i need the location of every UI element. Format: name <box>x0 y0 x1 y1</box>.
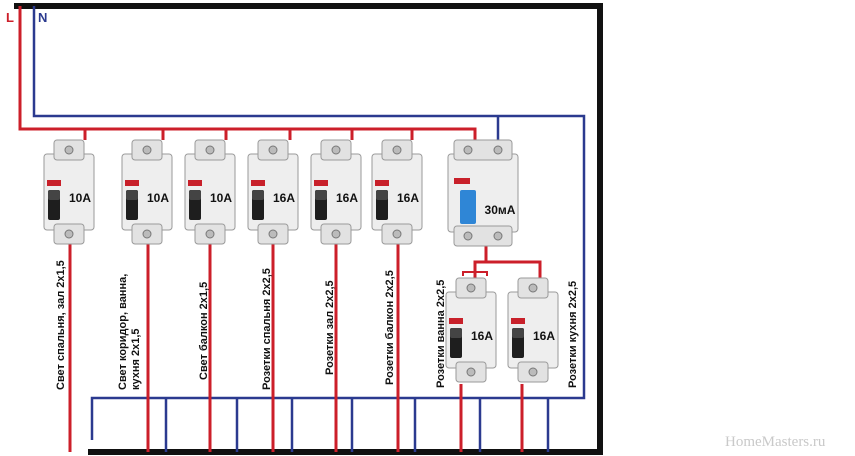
screw-icon <box>528 367 538 377</box>
screw-icon <box>466 367 476 377</box>
circuit-label: Розетки балкон 2х2,5 <box>384 270 396 385</box>
breaker-6: 16A <box>371 139 423 245</box>
brand-mark <box>188 180 202 186</box>
rcd-toggle <box>460 190 476 224</box>
rcd-top-terminal <box>453 139 513 161</box>
screw-icon <box>331 229 341 239</box>
rcd-body <box>447 153 519 233</box>
rating-label: 16A <box>533 329 555 343</box>
screw-icon <box>463 145 473 155</box>
circuit-label: Свет балкон 2х1,5 <box>198 282 210 380</box>
rcd-breaker-1: 16A <box>445 277 497 383</box>
circuit-label-line: кухня 2х1,5 <box>130 328 142 390</box>
rcd-breaker-2: 16A <box>507 277 559 383</box>
rating-label: 10A <box>147 191 169 205</box>
toggle-cap <box>48 190 60 200</box>
circuit-wires <box>68 244 524 452</box>
circuit-label-line: Свет коридор, ванна, <box>117 274 129 390</box>
rcd-rating-label: 30мА <box>485 203 516 217</box>
breaker-1: 10A <box>43 139 95 245</box>
screw-icon <box>64 145 74 155</box>
phase-bus <box>18 6 542 278</box>
screw-icon <box>268 229 278 239</box>
brand-mark <box>251 180 265 186</box>
screw-icon <box>493 231 503 241</box>
neutral-bus <box>32 6 586 452</box>
circuit-label-line: Свет балкон 2х1,5 <box>198 282 210 380</box>
toggle-cap <box>512 328 524 338</box>
rating-label: 16A <box>273 191 295 205</box>
brand-mark <box>511 318 525 324</box>
screw-icon <box>205 229 215 239</box>
screw-icon <box>331 145 341 155</box>
phase-label: L <box>6 10 14 25</box>
circuit-label-line: Розетки кухня 2х2,5 <box>567 281 579 388</box>
neutral-label: N <box>38 10 47 25</box>
panel-frame <box>14 3 603 455</box>
breaker-3: 10A <box>184 139 236 245</box>
rating-label: 10A <box>210 191 232 205</box>
screw-icon <box>392 229 402 239</box>
rating-label: 16A <box>471 329 493 343</box>
rating-label: 16A <box>397 191 419 205</box>
circuit-label-line: Розетки зал 2х2,5 <box>324 280 336 375</box>
circuit-label-line: Розетки спальня 2х2,5 <box>261 268 273 390</box>
circuit-label-line: Свет спальня, зал 2х1,5 <box>55 260 67 390</box>
watermark: HomeMasters.ru <box>725 434 826 450</box>
circuit-label-line: Розетки ванна 2х2,5 <box>435 280 447 388</box>
circuit-label: Розетки зал 2х2,5 <box>324 280 336 375</box>
screw-icon <box>493 145 503 155</box>
rcd-bottom-terminal <box>453 225 513 247</box>
screw-icon <box>268 145 278 155</box>
breaker-2: 10A <box>121 139 173 245</box>
circuit-label: Свет коридор, ванна,кухня 2х1,5 <box>117 274 142 390</box>
toggle-cap <box>189 190 201 200</box>
brand-mark <box>47 180 61 186</box>
screw-icon <box>64 229 74 239</box>
circuit-label-line: Розетки балкон 2х2,5 <box>384 270 396 385</box>
screw-icon <box>142 145 152 155</box>
circuit-labels: Свет спальня, зал 2х1,5 Свет коридор, ван… <box>55 260 579 390</box>
screw-icon <box>142 229 152 239</box>
brand-mark <box>125 180 139 186</box>
rating-label: 10A <box>69 191 91 205</box>
rating-label: 16A <box>336 191 358 205</box>
rcd-device: 30мА <box>447 139 519 247</box>
brand-mark <box>449 318 463 324</box>
breaker-4: 16A <box>247 139 299 245</box>
toggle-cap <box>315 190 327 200</box>
breaker-5: 16A <box>310 139 362 245</box>
brand-mark <box>314 180 328 186</box>
circuit-label: Розетки ванна 2х2,5 <box>435 280 447 388</box>
brand-mark <box>375 180 389 186</box>
toggle-cap <box>252 190 264 200</box>
screw-icon <box>528 283 538 293</box>
toggle-cap <box>450 328 462 338</box>
brand-mark <box>454 178 470 184</box>
devices: 10A 10A 10A 16A 16A 16A 30мА 16A 16A <box>43 139 559 383</box>
toggle-cap <box>376 190 388 200</box>
screw-icon <box>463 231 473 241</box>
circuit-label: Розетки спальня 2х2,5 <box>261 268 273 390</box>
circuit-label: Розетки кухня 2х2,5 <box>567 281 579 388</box>
circuit-label: Свет спальня, зал 2х1,5 <box>55 260 67 390</box>
screw-icon <box>466 283 476 293</box>
screw-icon <box>392 145 402 155</box>
toggle-cap <box>126 190 138 200</box>
screw-icon <box>205 145 215 155</box>
